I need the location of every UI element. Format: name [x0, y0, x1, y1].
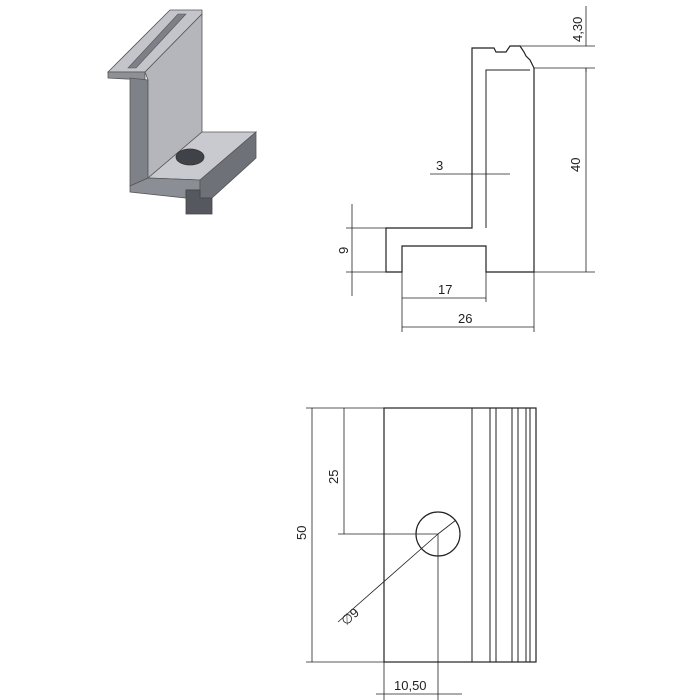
dim-hole-offset: 25 — [326, 470, 341, 484]
dim-diameter-leader-end — [437, 519, 457, 535]
iso-wall-front — [129, 77, 149, 187]
top-view: 50 25 ∅9 10,50 — [294, 407, 537, 700]
top-outline — [383, 407, 537, 663]
iso-bolt-hole — [175, 148, 205, 166]
profile-inner-line — [485, 69, 530, 228]
dim-length: 50 — [294, 526, 309, 540]
dim-groove-depth: 4,30 — [570, 17, 585, 42]
iso-rail-groove — [127, 13, 187, 69]
dim-wall-thickness: 3 — [436, 158, 443, 173]
dim-total-depth: 26 — [458, 311, 472, 326]
profile-outline — [385, 45, 535, 273]
dim-hole-diameter: ∅9 — [338, 605, 362, 628]
dim-foot-height: 9 — [336, 247, 351, 254]
dim-diameter-leader — [337, 533, 439, 623]
dim-foot-width: 17 — [438, 282, 452, 297]
dim-height: 40 — [568, 158, 583, 172]
iso-foot — [185, 189, 213, 215]
side-profile: 4,30 40 3 9 17 26 — [336, 6, 595, 332]
dim-hole-edge-distance: 10,50 — [394, 678, 427, 693]
iso-view — [107, 9, 258, 215]
